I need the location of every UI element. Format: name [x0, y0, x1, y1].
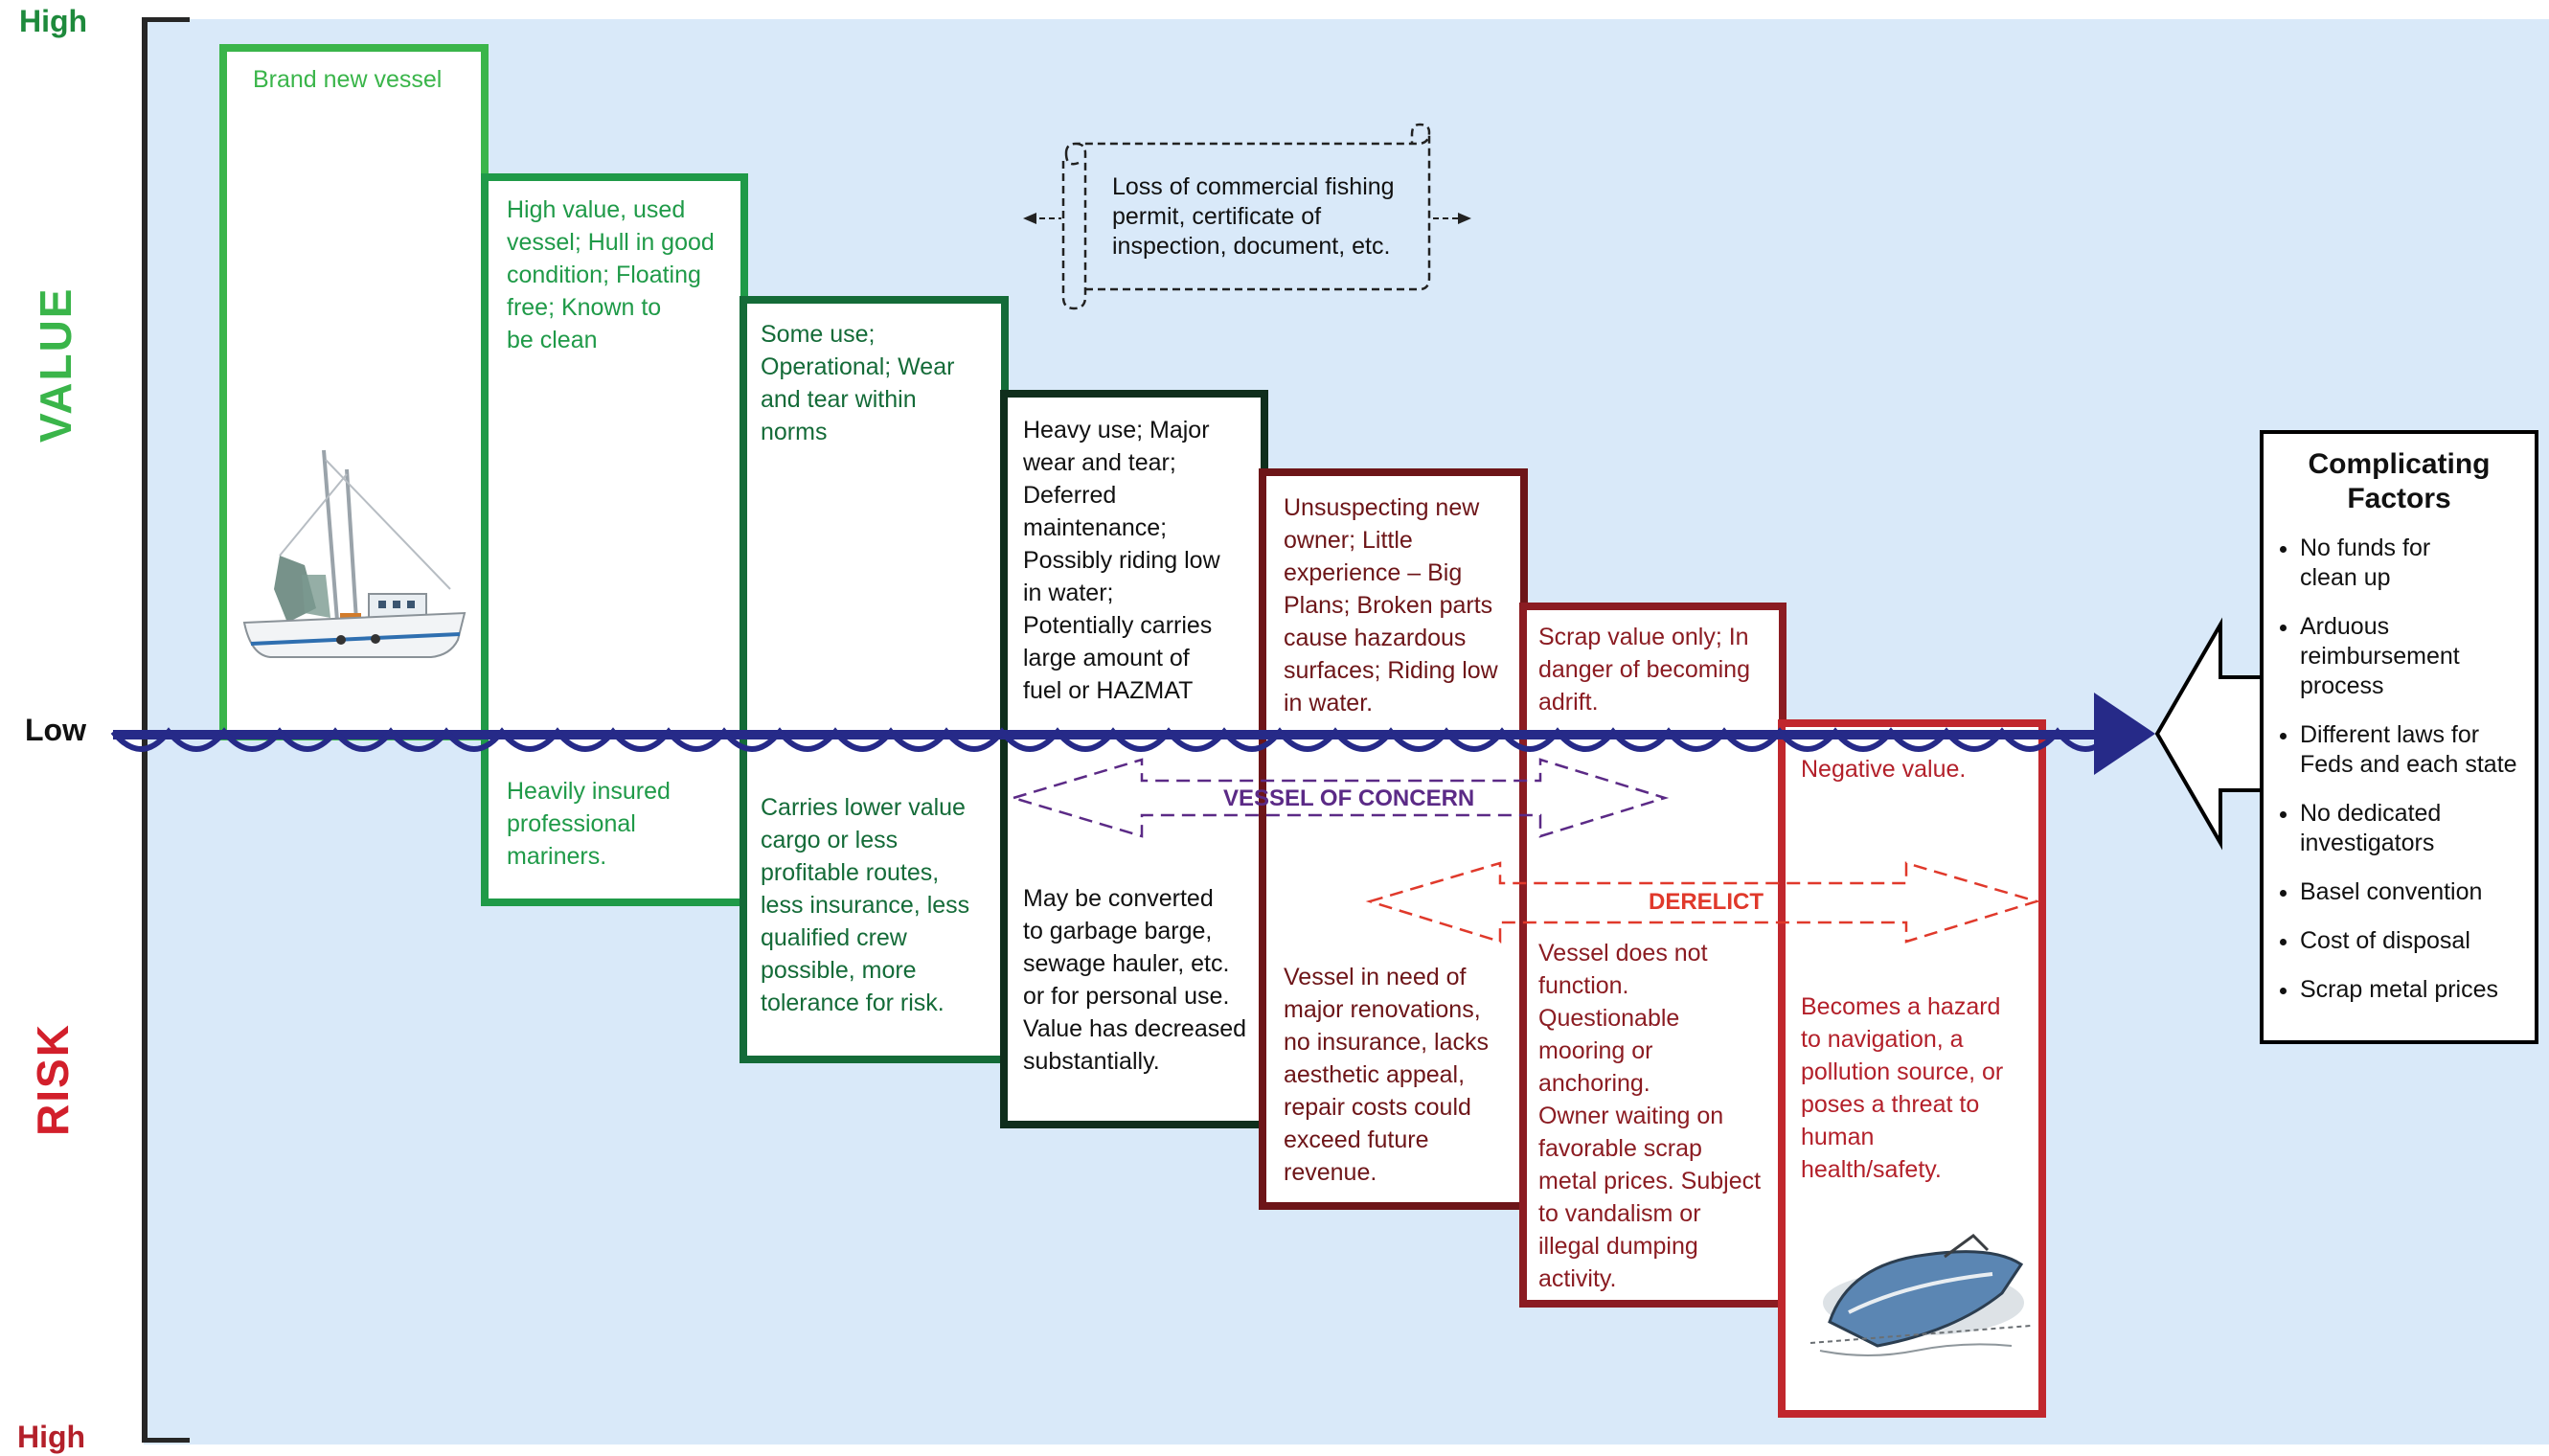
stage-box-4 [1000, 390, 1268, 1128]
stage-box-6 [1519, 603, 1787, 1308]
low-label: Low [25, 713, 86, 747]
water-line [110, 727, 2116, 752]
stage-5-top-text: Unsuspecting new owner; Little experienc… [1284, 494, 1498, 717]
stage-5-bottom-text: Vessel in need of major renovations, no … [1284, 964, 1490, 1186]
stage-7-top-text: Negative value. [1801, 756, 1967, 783]
factor-item: No dedicated investigators [2300, 799, 2527, 858]
stage-2-bottom-text: Heavily insured professional mariners. [507, 778, 671, 870]
factor-item: Cost of disposal [2300, 926, 2527, 956]
derelict-label: DERELICT [1649, 889, 1764, 915]
factors-arrow-outline [2154, 617, 2265, 851]
stage-6-bottom-text: Vessel does not function. Questionable m… [1538, 940, 1762, 1292]
vessel-of-concern-arrow [1009, 758, 1670, 838]
vessel-of-concern-label: VESSEL OF CONCERN [1223, 785, 1475, 811]
stage-6-top-text: Scrap value only; In danger of becoming … [1538, 624, 1750, 716]
wreck-illustration [1809, 1234, 2032, 1356]
scroll-note-shape [1061, 123, 1431, 310]
stage-3-bottom-text: Carries lower value cargo or less profit… [761, 794, 970, 1016]
stage-3-top-text: Some use; Operational; Wear and tear wit… [761, 321, 955, 445]
factor-item: Different laws for Feds and each state [2300, 720, 2527, 780]
factor-item: Scrap metal prices [2300, 975, 2527, 1005]
factors-list: No funds for clean up Arduous reimbursem… [2264, 534, 2535, 1005]
stage-7-bottom-text: Becomes a hazard to navigation, a pollut… [1801, 993, 2004, 1183]
derelict-arrow [1365, 861, 2041, 944]
complicating-factors-box: Complicating Factors No funds for clean … [2260, 430, 2538, 1044]
stage-4-top-text: Heavy use; Major wear and tear; Deferred… [1023, 417, 1220, 704]
stage-box-2 [481, 173, 748, 906]
factor-item: Arduous reimbursement process [2300, 612, 2527, 701]
stage-2-top-text: High value, used vessel; Hull in good co… [507, 196, 715, 353]
factor-item: No funds for clean up [2300, 534, 2527, 593]
factors-title: Complicating Factors [2308, 448, 2491, 514]
scroll-note-text: Loss of commercial fishing permit, certi… [1112, 173, 1395, 260]
water-arrow-head [2094, 693, 2155, 775]
stage-1-top-text: Brand new vessel [253, 66, 443, 93]
stage-box-5 [1259, 468, 1528, 1210]
stage-4-bottom-text: May be converted to garbage barge, sewag… [1023, 885, 1247, 1075]
bottom-high-label: High [17, 1420, 86, 1454]
top-high-label: High [19, 4, 88, 38]
factor-item: Basel convention [2300, 877, 2527, 907]
fishing-boat-illustration [242, 449, 467, 658]
